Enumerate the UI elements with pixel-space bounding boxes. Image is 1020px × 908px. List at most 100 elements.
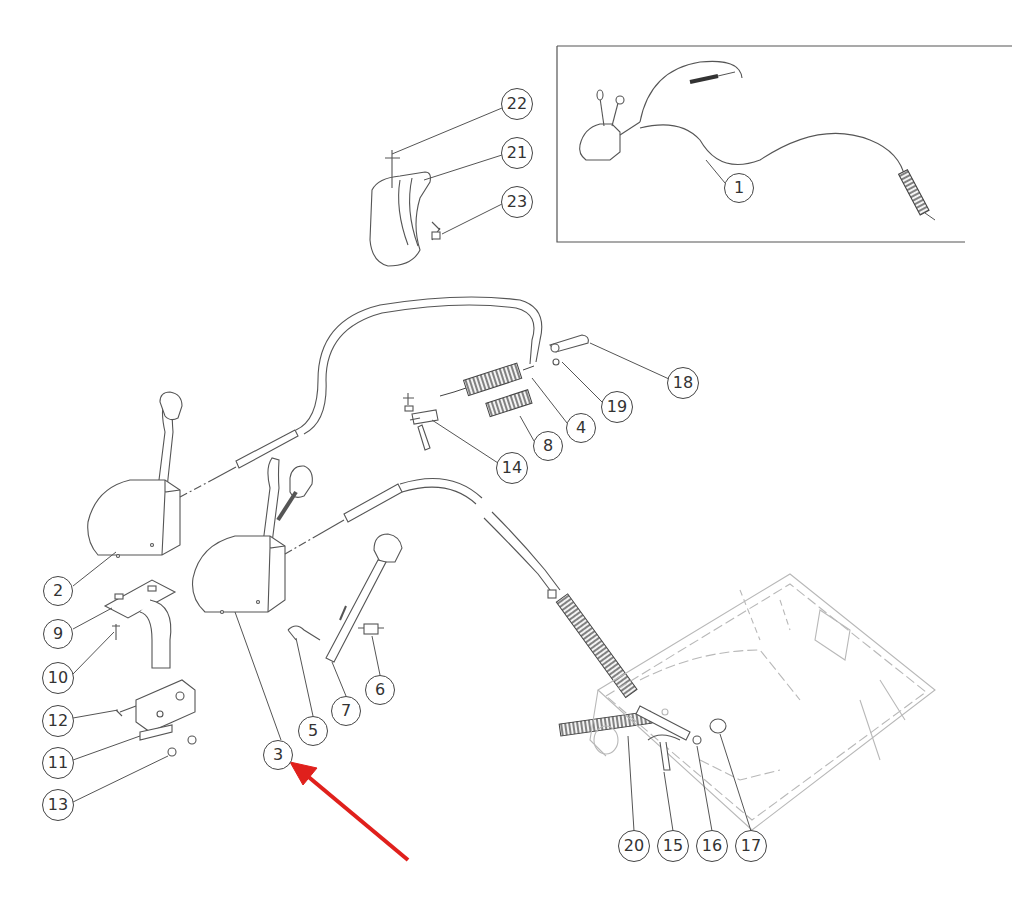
- control-cable: [548, 590, 556, 598]
- mounting-bracket: [148, 586, 156, 591]
- leader-line: [432, 420, 498, 463]
- callout-number: 23: [507, 194, 527, 210]
- handle-grip: [399, 180, 408, 245]
- leader-line: [590, 343, 669, 379]
- inset-assembly: [690, 76, 718, 82]
- leader-line: [706, 160, 725, 183]
- shift-lever: [358, 627, 384, 628]
- control-box: [193, 536, 286, 612]
- callout-number: 19: [607, 399, 627, 415]
- cable-spring: [556, 594, 637, 698]
- callout-circle: 12: [42, 705, 74, 737]
- callout-number: 22: [507, 96, 527, 112]
- callout-circle: 10: [42, 662, 74, 694]
- mounting-bracket: [116, 706, 136, 716]
- leader-line: [442, 204, 502, 234]
- callout-circle: 5: [298, 716, 328, 746]
- leader-line: [520, 416, 534, 441]
- inset-assembly: [925, 213, 935, 220]
- mounting-bracket: [115, 594, 123, 599]
- cable-spring: [440, 388, 466, 396]
- cable-clamp: [648, 735, 680, 740]
- pin-clevis: [553, 359, 559, 365]
- leader-line: [73, 632, 114, 674]
- inset-frame: [557, 46, 965, 242]
- shift-lever: [374, 534, 402, 562]
- control-box: [221, 611, 224, 614]
- callout-number: 3: [273, 747, 283, 763]
- callout-circle: 16: [696, 830, 728, 862]
- control-box: [263, 458, 279, 543]
- control-box: [257, 601, 260, 604]
- leader-line: [372, 636, 380, 675]
- chassis-frame: [590, 574, 935, 830]
- leader-line: [562, 362, 603, 403]
- chassis-frame: [594, 726, 618, 754]
- control-cable: [344, 484, 402, 522]
- control-box: [88, 392, 182, 558]
- chassis-frame: [700, 760, 780, 780]
- inset-assembly: [899, 170, 929, 215]
- pin-clevis: [551, 344, 559, 352]
- control-cable: [484, 518, 553, 594]
- shift-lever: [364, 624, 378, 634]
- callout-number: 18: [673, 375, 693, 391]
- callout-number: 8: [543, 438, 553, 454]
- chassis-frame: [740, 590, 790, 640]
- leader-line: [332, 662, 346, 696]
- callout-number: 2: [53, 583, 63, 599]
- mounting-bracket: [176, 692, 184, 700]
- pin-clevis: [410, 418, 420, 420]
- control-cable: [285, 478, 560, 598]
- mounting-bracket: [168, 748, 176, 756]
- pin-clevis: [403, 335, 588, 450]
- callout-circle: 6: [365, 675, 395, 705]
- handle-grip: [370, 172, 430, 266]
- mounting-bracket: [157, 711, 163, 717]
- callout-circle: 11: [42, 747, 74, 779]
- control-cable: [180, 297, 542, 497]
- callout-number: 12: [48, 713, 68, 729]
- leader-line: [628, 736, 634, 831]
- leader-line: [235, 612, 281, 740]
- cable-spring: [464, 363, 522, 396]
- handle-grip: [385, 150, 400, 188]
- chassis-frame: [606, 584, 926, 820]
- callout-circle: 4: [566, 413, 596, 443]
- callout-number: 14: [502, 460, 522, 476]
- control-cable: [236, 430, 298, 468]
- chassis-frame: [590, 690, 606, 756]
- inset-assembly: [718, 72, 735, 76]
- pointer-arrow: [305, 774, 408, 860]
- callout-number: 17: [741, 838, 761, 854]
- pointer-arrow: [290, 762, 408, 860]
- mounting-bracket: [140, 600, 171, 668]
- control-cable: [304, 305, 534, 434]
- control-box: [162, 480, 180, 555]
- control-box: [160, 392, 182, 420]
- callout-number: 13: [48, 797, 68, 813]
- callout-circle: 9: [43, 619, 73, 649]
- control-cable: [180, 480, 212, 497]
- handle-grip: [432, 232, 440, 239]
- callout-circle: 20: [618, 830, 650, 862]
- control-cable: [492, 512, 560, 590]
- leader-line: [424, 155, 502, 180]
- inset-assembly: [600, 98, 604, 126]
- handle-grip: [432, 222, 440, 240]
- callout-circle: 23: [501, 186, 533, 218]
- leader-line: [296, 638, 313, 716]
- cable-clamp: [660, 742, 670, 770]
- control-cable: [296, 297, 542, 430]
- callout-number: 15: [663, 838, 683, 854]
- callout-circle: 7: [331, 696, 361, 726]
- control-box: [117, 555, 120, 558]
- callout-number: 1: [734, 180, 744, 196]
- callout-circle: 3: [263, 740, 293, 770]
- pin-clevis: [403, 393, 414, 405]
- inset-frame: [557, 45, 1012, 46]
- shift-lever: [326, 560, 386, 662]
- cable-clamp: [710, 719, 726, 733]
- inset-assembly: [580, 124, 620, 160]
- leader-line: [73, 608, 112, 629]
